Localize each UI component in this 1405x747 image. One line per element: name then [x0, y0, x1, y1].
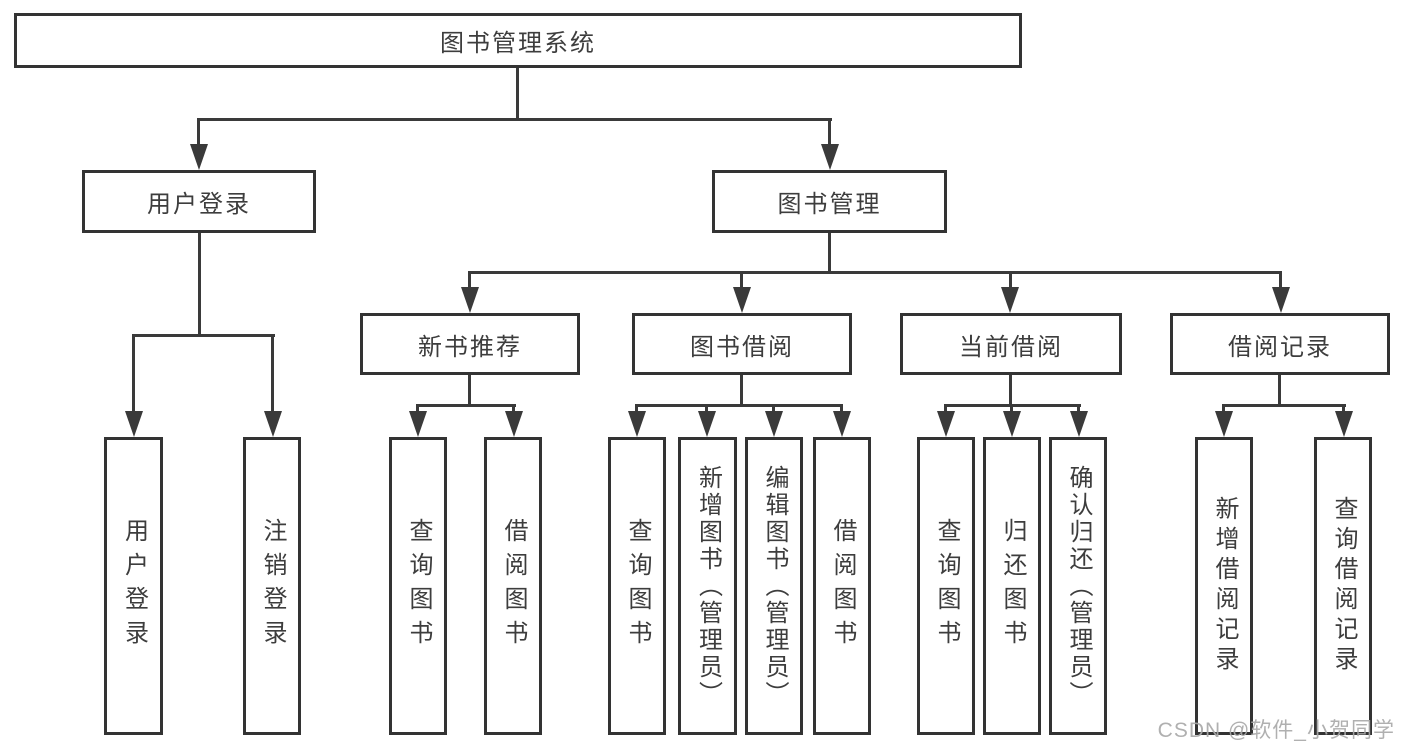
- leaf-return-books: 归还图书: [983, 437, 1041, 735]
- node-book-mgmt-label: 图书管理: [777, 191, 882, 218]
- arrow-down-icon: [733, 287, 751, 313]
- connector-drop: [772, 404, 775, 416]
- node-new-book-rec-label: 新书推荐: [418, 333, 522, 361]
- connector-drop: [512, 404, 515, 416]
- arrow-down-icon: [1001, 287, 1019, 313]
- connector-user-login-rail: [132, 334, 275, 337]
- leaf-logout-label: 注销登录: [259, 518, 286, 654]
- connector-drop: [1010, 404, 1013, 416]
- connector-root-rail: [197, 118, 832, 121]
- connector-book-mgmt-rail: [468, 271, 1282, 274]
- leaf-edit-books-admin: 编辑图书（管理员）: [745, 437, 803, 735]
- connector-drop: [1077, 404, 1080, 416]
- connector-drop: [416, 404, 419, 416]
- leaf-query-books-2: 查询图书: [608, 437, 666, 735]
- arrow-down-icon: [1335, 411, 1353, 437]
- arrow-down-icon: [1070, 411, 1088, 437]
- connector-book-borrow-vline: [740, 375, 743, 407]
- connector-drop: [840, 404, 843, 416]
- leaf-user-login: 用户登录: [104, 437, 163, 735]
- connector-root-vline: [516, 68, 519, 120]
- leaf-query-books-1-label: 查询图书: [405, 518, 432, 654]
- leaf-return-books-label: 归还图书: [999, 518, 1026, 654]
- connector-root-drop-user-login: [197, 118, 200, 150]
- leaf-borrow-books-2: 借阅图书: [813, 437, 871, 735]
- connector-book-mgmt-vline: [828, 233, 831, 274]
- arrow-down-icon: [264, 411, 282, 437]
- node-root-label: 图书管理系统: [440, 30, 596, 57]
- arrow-down-icon: [1003, 411, 1021, 437]
- arrow-down-icon: [698, 411, 716, 437]
- arrow-down-icon: [628, 411, 646, 437]
- node-book-mgmt: 图书管理: [712, 170, 947, 233]
- leaf-borrow-books-2-label: 借阅图书: [829, 518, 856, 654]
- connector-drop: [944, 404, 947, 416]
- connector-borrow-records-vline: [1278, 375, 1281, 407]
- leaf-query-borrow-record-label: 查询借阅记录: [1330, 496, 1357, 676]
- leaf-borrow-books-1: 借阅图书: [484, 437, 542, 735]
- connector-drop-current-borrow: [1009, 271, 1012, 291]
- arrow-down-icon: [833, 411, 851, 437]
- leaf-edit-books-admin-label: 编辑图书（管理员）: [761, 464, 788, 708]
- node-user-login-label: 用户登录: [147, 191, 251, 218]
- connector-drop-book-borrow: [740, 271, 743, 291]
- node-book-borrow: 图书借阅: [632, 313, 852, 375]
- connector-current-borrow-vline: [1009, 375, 1012, 407]
- arrow-down-icon: [1272, 287, 1290, 313]
- leaf-add-borrow-record-label: 新增借阅记录: [1211, 496, 1238, 676]
- node-new-book-rec: 新书推荐: [360, 313, 580, 375]
- connector-drop: [635, 404, 638, 416]
- connector-book-borrow-rail: [635, 404, 843, 407]
- connector-root-drop-book-mgmt: [828, 118, 831, 150]
- arrow-down-icon: [1215, 411, 1233, 437]
- connector-drop: [1222, 404, 1225, 416]
- arrow-down-icon: [765, 411, 783, 437]
- connector-drop-login: [132, 334, 135, 414]
- node-borrow-records: 借阅记录: [1170, 313, 1390, 375]
- leaf-query-borrow-record: 查询借阅记录: [1314, 437, 1372, 735]
- leaf-query-books-3-label: 查询图书: [933, 518, 960, 654]
- leaf-add-books-admin: 新增图书（管理员）: [678, 437, 737, 735]
- connector-drop-borrow-records: [1279, 271, 1282, 291]
- connector-drop-logout: [271, 334, 274, 414]
- connector-drop: [705, 404, 708, 416]
- connector-borrow-records-rail: [1222, 404, 1346, 407]
- leaf-query-books-2-label: 查询图书: [624, 518, 651, 654]
- node-borrow-records-label: 借阅记录: [1228, 333, 1332, 361]
- arrow-down-icon: [125, 411, 143, 437]
- connector-drop: [1342, 404, 1345, 416]
- leaf-query-books-3: 查询图书: [917, 437, 975, 735]
- arrow-down-icon: [190, 144, 208, 170]
- leaf-query-books-1: 查询图书: [389, 437, 447, 735]
- arrow-down-icon: [937, 411, 955, 437]
- connector-new-book-rec-vline: [468, 375, 471, 407]
- leaf-add-books-admin-label: 新增图书（管理员）: [694, 464, 722, 708]
- connector-user-login-vline: [198, 233, 201, 337]
- leaf-confirm-return-admin-label: 确认归还（管理员）: [1065, 464, 1092, 708]
- leaf-add-borrow-record: 新增借阅记录: [1195, 437, 1253, 735]
- node-current-borrow-label: 当前借阅: [959, 333, 1063, 361]
- leaf-user-login-label: 用户登录: [120, 518, 148, 654]
- leaf-logout: 注销登录: [243, 437, 301, 735]
- arrow-down-icon: [821, 144, 839, 170]
- connector-drop-new-book-rec: [468, 271, 471, 291]
- node-current-borrow: 当前借阅: [900, 313, 1122, 375]
- node-user-login: 用户登录: [82, 170, 316, 233]
- leaf-borrow-books-1-label: 借阅图书: [500, 518, 527, 654]
- arrow-down-icon: [409, 411, 427, 437]
- leaf-confirm-return-admin: 确认归还（管理员）: [1049, 437, 1107, 735]
- node-root: 图书管理系统: [14, 13, 1022, 68]
- arrow-down-icon: [461, 287, 479, 313]
- arrow-down-icon: [505, 411, 523, 437]
- node-book-borrow-label: 图书借阅: [690, 333, 794, 361]
- connector-new-book-rec-rail: [416, 404, 516, 407]
